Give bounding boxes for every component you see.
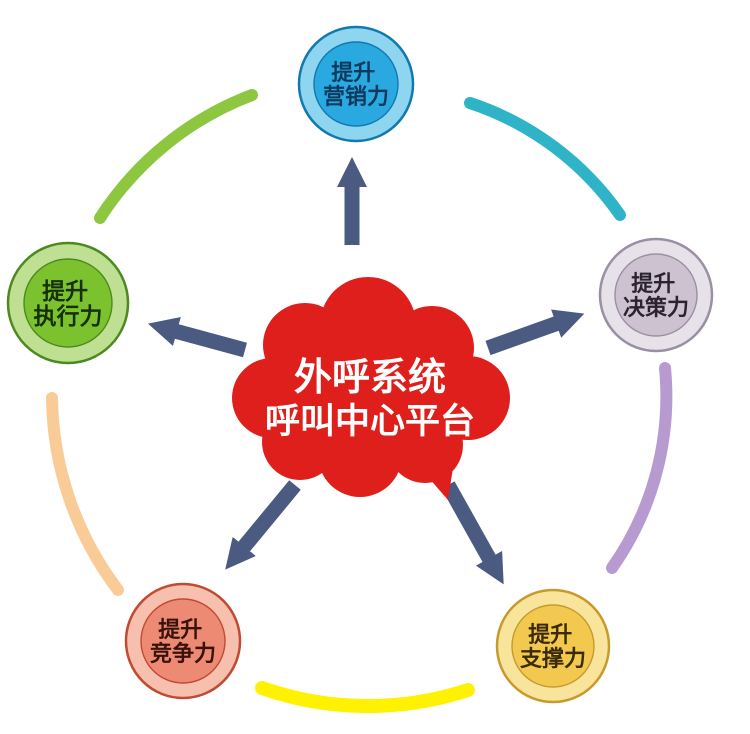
node-competitiveness-label-line2: 竞争力 bbox=[150, 641, 216, 666]
node-competitiveness-label-line1: 提升 bbox=[158, 617, 202, 642]
node-execution-disc bbox=[23, 258, 113, 348]
arc-bottom bbox=[255, 681, 475, 714]
node-decision-disc bbox=[614, 253, 698, 337]
node-marketing: 提升 营销力 bbox=[297, 25, 415, 143]
node-execution-label-line2: 执行力 bbox=[34, 303, 103, 329]
arrow-to-decision bbox=[485, 309, 585, 356]
cloud-body bbox=[262, 331, 474, 455]
center-cloud bbox=[232, 277, 510, 500]
node-marketing-label-line2: 营销力 bbox=[323, 84, 389, 109]
arrow-group bbox=[147, 157, 585, 585]
node-support-label-line1: 提升 bbox=[528, 622, 572, 647]
node-marketing-disc bbox=[313, 41, 399, 127]
arc-top-left bbox=[94, 89, 258, 224]
node-execution-label: 提升 执行力 bbox=[34, 278, 103, 329]
arrow-to-competitiveness bbox=[225, 480, 301, 570]
node-execution: 提升 执行力 bbox=[6, 241, 130, 365]
node-support-label: 提升 支撑力 bbox=[520, 622, 586, 671]
arc-left bbox=[46, 392, 124, 596]
node-competitiveness-disc bbox=[140, 598, 226, 684]
node-marketing-label-line1: 提升 bbox=[331, 60, 375, 85]
arc-top-right bbox=[464, 97, 626, 221]
node-support-label-line2: 支撑力 bbox=[520, 646, 586, 671]
node-decision-label-line1: 提升 bbox=[631, 271, 675, 296]
node-support: 提升 支撑力 bbox=[495, 588, 611, 704]
node-marketing-label: 提升 营销力 bbox=[323, 60, 389, 109]
arc-right bbox=[606, 362, 673, 574]
cloud-tail bbox=[415, 455, 455, 500]
node-competitiveness: 提升 竞争力 bbox=[124, 582, 242, 700]
node-decision-label: 提升 决策力 bbox=[623, 271, 689, 320]
arrow-to-support bbox=[441, 481, 504, 585]
node-decision: 提升 决策力 bbox=[598, 237, 714, 353]
arc-group bbox=[46, 89, 673, 714]
node-decision-label-line2: 决策力 bbox=[623, 295, 689, 320]
node-support-disc bbox=[511, 604, 595, 688]
center-cloud-title-line2: 呼叫中心平台 bbox=[265, 402, 475, 441]
center-cloud-title-line1: 外呼系统 bbox=[294, 357, 446, 399]
node-execution-label-line1: 提升 bbox=[42, 278, 88, 304]
node-competitiveness-label: 提升 竞争力 bbox=[150, 617, 216, 666]
arrow-to-execution bbox=[147, 317, 247, 358]
